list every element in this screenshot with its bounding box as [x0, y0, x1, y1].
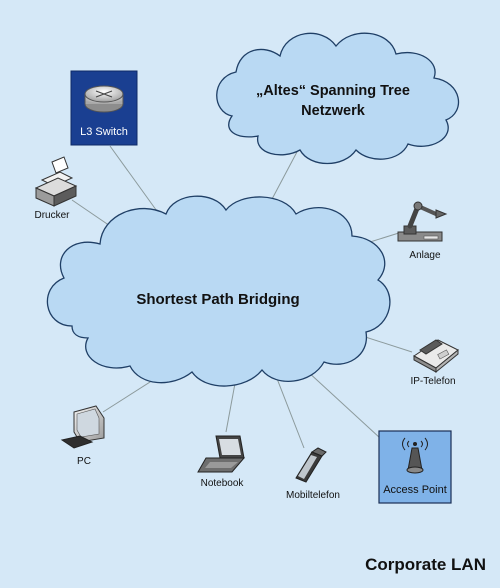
- robot-arm-icon: [397, 201, 448, 242]
- router-icon: [84, 85, 124, 113]
- drucker-label: Drucker: [34, 210, 70, 221]
- central-cloud-title: Shortest Path Bridging: [136, 291, 299, 308]
- ip-telefon-label: IP-Telefon: [410, 376, 455, 387]
- pc-label: PC: [77, 456, 91, 467]
- desk-phone-icon: [413, 339, 459, 374]
- computer-icon: [60, 405, 105, 449]
- diagram-title: Corporate LAN: [365, 555, 486, 574]
- link-mobiltelefon: [275, 375, 305, 449]
- pc-node[interactable]: PC: [60, 405, 105, 467]
- l3-switch-box: [70, 70, 138, 146]
- mobiltelefon-label: Mobiltelefon: [286, 490, 340, 501]
- printer-icon: [34, 156, 78, 207]
- notebook-node[interactable]: Notebook: [197, 435, 246, 489]
- top-cloud-title-line1: „Altes“ Spanning Tree: [256, 83, 410, 99]
- link-notebook: [225, 377, 237, 433]
- laptop-icon: [197, 435, 246, 473]
- link-access-point: [305, 369, 381, 439]
- mobiltelefon-node[interactable]: Mobiltelefon: [286, 447, 340, 501]
- access-point-node[interactable]: Access Point: [378, 430, 452, 504]
- mobile-phone-icon: [295, 447, 327, 483]
- spanning-tree-cloud: „Altes“ Spanning Tree Netzwerk: [216, 32, 460, 164]
- notebook-label: Notebook: [201, 478, 245, 489]
- drucker-node[interactable]: Drucker: [34, 156, 78, 221]
- anlage-label: Anlage: [409, 250, 441, 261]
- access-point-label: Access Point: [383, 484, 447, 496]
- anlage-node[interactable]: Anlage: [397, 201, 448, 261]
- top-cloud-title-line2: Netzwerk: [301, 103, 366, 119]
- l3-switch-label: L3 Switch: [80, 126, 128, 138]
- l3-switch-node[interactable]: L3 Switch: [70, 70, 138, 146]
- shortest-path-bridging-cloud: Shortest Path Bridging: [46, 195, 391, 387]
- ip-telefon-node[interactable]: IP-Telefon: [410, 339, 459, 387]
- antenna-icon: [402, 437, 428, 474]
